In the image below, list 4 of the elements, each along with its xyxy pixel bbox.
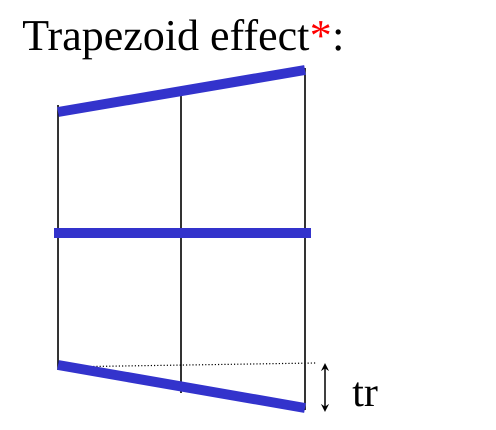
footnote-mark: *: [312, 21, 330, 38]
title: Trapezoid effect: [23, 19, 310, 60]
dimension-label: tr: [352, 382, 378, 406]
colon: :: [336, 29, 341, 51]
